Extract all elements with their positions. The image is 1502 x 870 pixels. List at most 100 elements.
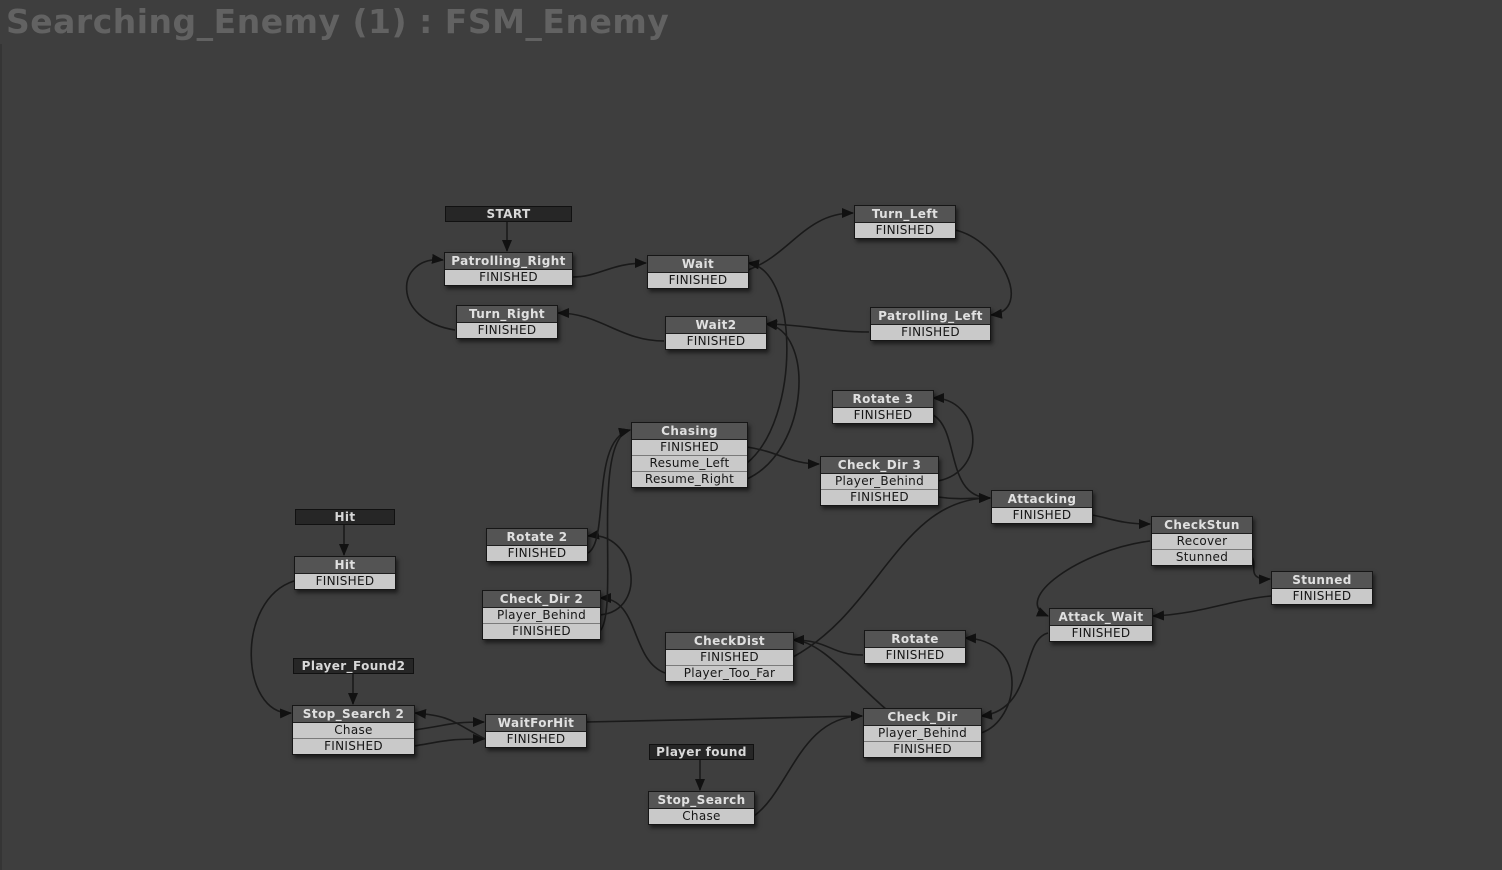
state-name: Rotate 3: [833, 391, 933, 408]
fsm-title: Searching_Enemy (1) : FSM_Enemy: [6, 2, 670, 41]
state-name: Wait2: [666, 317, 766, 334]
edge-turn-right-to-patrolling-right: [405, 253, 456, 331]
global-event-hit[interactable]: Hit: [295, 509, 395, 525]
state-transition-event[interactable]: FINISHED: [295, 574, 395, 589]
edge-check-dir-3-behind-to-rotate-3: [932, 393, 974, 482]
state-transition-event[interactable]: FINISHED: [871, 325, 990, 340]
edge-attacking-to-checkstun: [1091, 514, 1151, 529]
state-name: WaitForHit: [486, 715, 586, 732]
state-transition-event[interactable]: FINISHED: [483, 623, 600, 639]
edge-stunned-to-attack-wait: [1152, 595, 1272, 621]
state-transition-event[interactable]: Player_Behind: [821, 474, 938, 489]
state-transition-event[interactable]: Stunned: [1152, 549, 1252, 565]
state-transition-event[interactable]: FINISHED: [632, 440, 747, 455]
edge-turn-left-to-patrolling-left: [954, 229, 1012, 319]
state-transition-event[interactable]: FINISHED: [992, 508, 1092, 523]
state-name: Wait: [648, 256, 748, 273]
state-name: Stop_Search 2: [293, 706, 414, 723]
state-name: Patrolling_Right: [445, 253, 572, 270]
edge-rotate-3-to-attacking: [932, 414, 991, 503]
state-name: Rotate: [865, 631, 965, 648]
state-transition-event[interactable]: FINISHED: [293, 738, 414, 754]
state-name: Check_Dir 2: [483, 591, 600, 608]
state-transition-event[interactable]: FINISHED: [855, 223, 955, 238]
state-name: Check_Dir 3: [821, 457, 938, 474]
state-transition-event[interactable]: FINISHED: [1050, 626, 1152, 641]
canvas-frame-edge: [0, 44, 2, 870]
state-transition-event[interactable]: Player_Too_Far: [666, 665, 793, 681]
state-name: Attack_Wait: [1050, 609, 1152, 626]
state-transition-event[interactable]: FINISHED: [666, 650, 793, 665]
edge-wait2-to-turn-right: [557, 308, 665, 342]
edge-attack-wait-to-check-dir: [980, 632, 1049, 720]
state-name: Hit: [295, 557, 395, 574]
edge-checkstun-recover-to-attack-wait: [1035, 540, 1151, 617]
state-name: Chasing: [632, 423, 747, 440]
state-name: Patrolling_Left: [871, 308, 990, 325]
state-transition-event[interactable]: Player_Behind: [483, 608, 600, 623]
edge-chasing-resume-right-to-wait2: [746, 320, 800, 480]
state-transition-event[interactable]: Player_Behind: [864, 726, 981, 741]
state-name: CheckStun: [1152, 517, 1252, 534]
state-name: CheckDist: [666, 633, 793, 650]
state-transition-event[interactable]: FINISHED: [864, 741, 981, 757]
state-name: Turn_Right: [457, 306, 557, 323]
edge-check-dir-2-finished-to-chasing: [599, 427, 631, 632]
state-transition-event[interactable]: FINISHED: [648, 273, 748, 288]
state-transition-event[interactable]: Chase: [293, 723, 414, 738]
state-transition-event[interactable]: FINISHED: [457, 323, 557, 338]
state-transition-event[interactable]: Chase: [649, 809, 754, 824]
edge-checkstun-stunned-to-stunned: [1251, 556, 1271, 585]
edge-checkdist-too-far-to-check-dir-2: [599, 593, 666, 674]
state-transition-event[interactable]: Resume_Right: [632, 471, 747, 487]
state-name: Rotate 2: [487, 529, 587, 546]
state-transition-event[interactable]: FINISHED: [445, 270, 572, 285]
state-transition-event[interactable]: FINISHED: [666, 334, 766, 349]
edge-patrolling-right-to-wait: [571, 258, 647, 278]
state-name: Stunned: [1272, 572, 1372, 589]
state-transition-event[interactable]: Recover: [1152, 534, 1252, 549]
edge-stop-search-2-finished-to-waitforhit: [413, 734, 485, 747]
state-transition-event[interactable]: FINISHED: [1272, 589, 1372, 604]
edge-hit-to-stop-search-2: [250, 580, 295, 719]
global-event-start[interactable]: START: [445, 206, 572, 222]
edge-wait-to-turn-left: [747, 208, 854, 271]
state-transition-event[interactable]: FINISHED: [865, 648, 965, 663]
edge-checkdist-finished-to-attacking: [792, 493, 991, 658]
global-event-player-found2[interactable]: Player_Found2: [293, 658, 414, 674]
edge-check-dir-behind-to-rotate: [964, 633, 1013, 734]
state-transition-event[interactable]: FINISHED: [487, 546, 587, 561]
global-event-player-found[interactable]: Player found: [649, 744, 754, 760]
state-name: Check_Dir: [864, 709, 981, 726]
state-transition-event[interactable]: Resume_Left: [632, 455, 747, 471]
edge-stop-search-2-chase-to-waitforhit: [413, 717, 485, 731]
state-transition-event[interactable]: FINISHED: [833, 408, 933, 423]
state-transition-event[interactable]: FINISHED: [486, 732, 586, 747]
edge-waitforhit-to-check-dir: [585, 711, 863, 723]
state-transition-event[interactable]: FINISHED: [821, 489, 938, 505]
